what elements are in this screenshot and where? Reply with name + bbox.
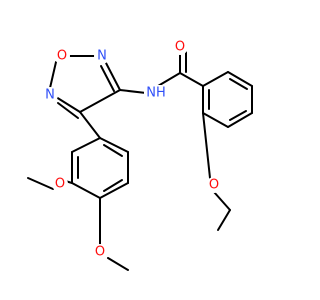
bond-dmp-d1 <box>103 144 123 157</box>
bond-benz-1 <box>202 71 229 87</box>
bond-amide-c-n <box>157 72 181 87</box>
bond-layer <box>27 51 253 271</box>
bond-dmp-4 <box>71 182 101 199</box>
bond-amide-c-aryl <box>179 72 204 87</box>
bond-dmp-6 <box>71 137 101 153</box>
atom-label-ethoxy-oxygen: O <box>209 178 219 193</box>
atom-label-ring-nitrogen-2: N <box>45 88 55 103</box>
bond-ethoxy-o-c <box>213 191 231 211</box>
atom-ring-nitrogen-1: N <box>94 48 110 64</box>
atom-amide-nitrogen: NH <box>144 85 168 101</box>
atom-methoxy-oxygen-1: O <box>52 176 68 192</box>
bond-oxa-4 <box>55 96 81 113</box>
bond-benz-d1 <box>229 78 248 90</box>
bond-benz-d2 <box>229 110 247 121</box>
bond-oxa-4b <box>57 102 79 119</box>
bond-oxa-5 <box>79 89 121 113</box>
atom-label-amide-nitrogen: NH <box>146 86 166 101</box>
atom-label-methoxy-oxygen-2: O <box>95 245 105 260</box>
bond-meo2-o-c <box>107 257 129 271</box>
atom-carbonyl-oxygen: O <box>172 39 188 55</box>
bond-oxa-1 <box>105 62 121 91</box>
atom-label-ring-nitrogen-1: N <box>97 49 107 64</box>
bond-dmp-d2 <box>103 179 123 192</box>
bond-ethoxy-c-c <box>217 209 231 231</box>
bond-meo1-o-c <box>27 177 54 190</box>
bond-oxa-to-aryl <box>79 111 101 139</box>
atom-methoxy-oxygen-2: O <box>92 244 108 260</box>
atom-ethoxy-oxygen: O <box>206 177 222 193</box>
atom-label-ring-oxygen: O <box>57 49 67 64</box>
bond-ethoxy-c-o <box>202 112 211 179</box>
atom-label-carbonyl-oxygen: O <box>175 40 185 55</box>
diagram-background <box>0 0 300 300</box>
molecule-structure-diagram: O NH O N N O O <box>0 0 300 300</box>
bond-benz-4 <box>227 112 253 128</box>
atom-ring-nitrogen-2: N <box>42 87 58 103</box>
bond-dmp-1 <box>99 137 129 153</box>
bond-oxa-1b <box>100 65 115 92</box>
atom-label-methoxy-oxygen-1: O <box>55 177 65 192</box>
bond-n-to-ring <box>119 89 147 94</box>
bond-benz-2 <box>227 71 253 87</box>
bond-oxa-3 <box>49 61 57 89</box>
bond-dmp-3 <box>99 182 129 199</box>
atom-label-layer: O NH O N N O O <box>42 39 222 260</box>
atom-ring-oxygen: O <box>54 48 70 64</box>
bond-benz-5 <box>202 112 229 128</box>
